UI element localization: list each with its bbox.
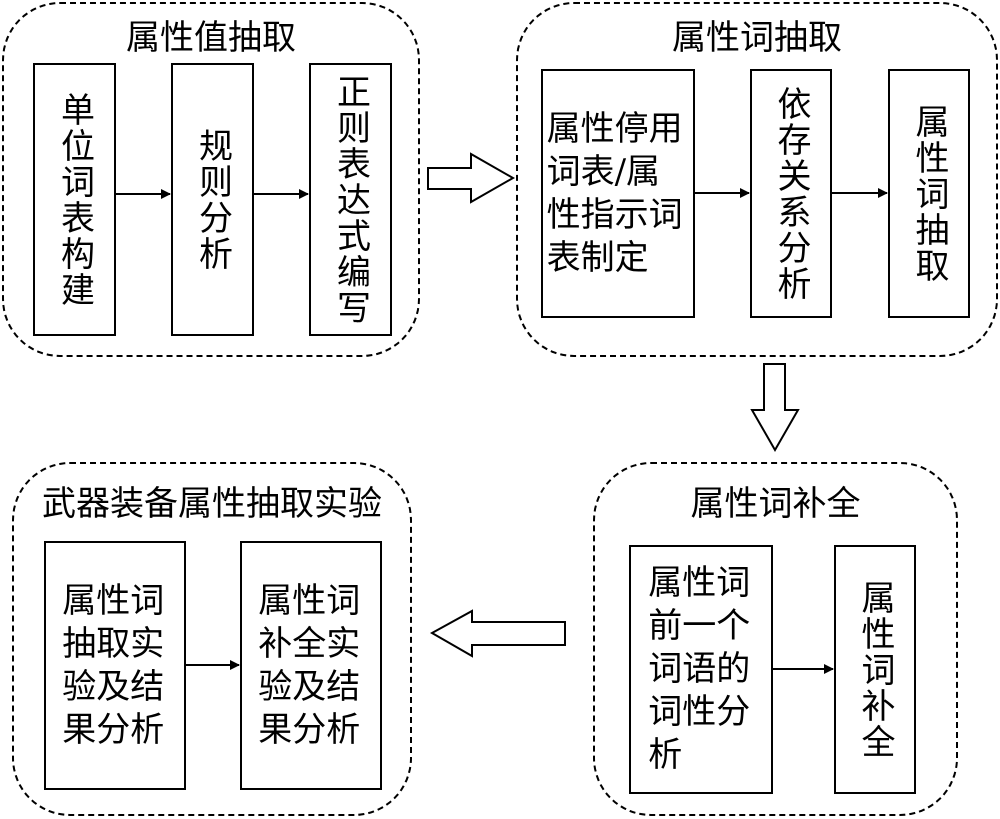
group-title: 武器装备属性抽取实验 [42,484,382,524]
step-label: 正则表达式编写 [330,73,371,326]
step-attribute-word-extraction: 属性词抽取 [888,69,970,318]
step-label: 依存关系分析 [771,85,811,302]
step-label: 属性词补全实验及结果分析 [258,580,361,750]
group-title: 属性词补全 [690,484,861,524]
step-label: 单位词表构建 [54,91,95,308]
step-label: 属性词抽取 [909,103,949,284]
step-label: 属性词前一个词语的词性分析 [648,563,751,775]
step-label: 属性词抽取实验及结果分析 [62,580,165,750]
group-title: 属性值抽取 [126,18,296,58]
group-word-completion: 属性词补全 [593,462,958,816]
step-unit-lexicon: 单位词表构建 [33,63,116,336]
step-pos-analysis: 属性词前一个词语的词性分析 [629,545,773,794]
step-label: 属性停用词表/属性指示词表制定 [546,108,683,278]
flow-arrow-right [427,152,516,204]
step-dependency-analysis: 依存关系分析 [750,69,832,318]
group-experiment: 武器装备属性抽取实验 [12,462,412,816]
step-label: 属性词补全 [855,579,895,760]
group-title: 属性词抽取 [672,18,842,58]
step-completion-experiment: 属性词补全实验及结果分析 [240,541,382,790]
step-stopword-indicator-lexicon: 属性停用词表/属性指示词表制定 [541,69,695,318]
group-word-extraction: 属性词抽取 [516,2,998,357]
group-value-extraction: 属性值抽取 [2,2,420,357]
step-label: 规则分析 [192,127,233,272]
step-extraction-experiment: 属性词抽取实验及结果分析 [44,541,186,790]
step-rule-analysis: 规则分析 [171,63,254,336]
step-regex-writing: 正则表达式编写 [309,63,392,336]
flow-arrow-left [429,609,566,658]
flow-arrow-down [750,363,800,453]
step-attribute-word-completion: 属性词补全 [834,545,916,794]
